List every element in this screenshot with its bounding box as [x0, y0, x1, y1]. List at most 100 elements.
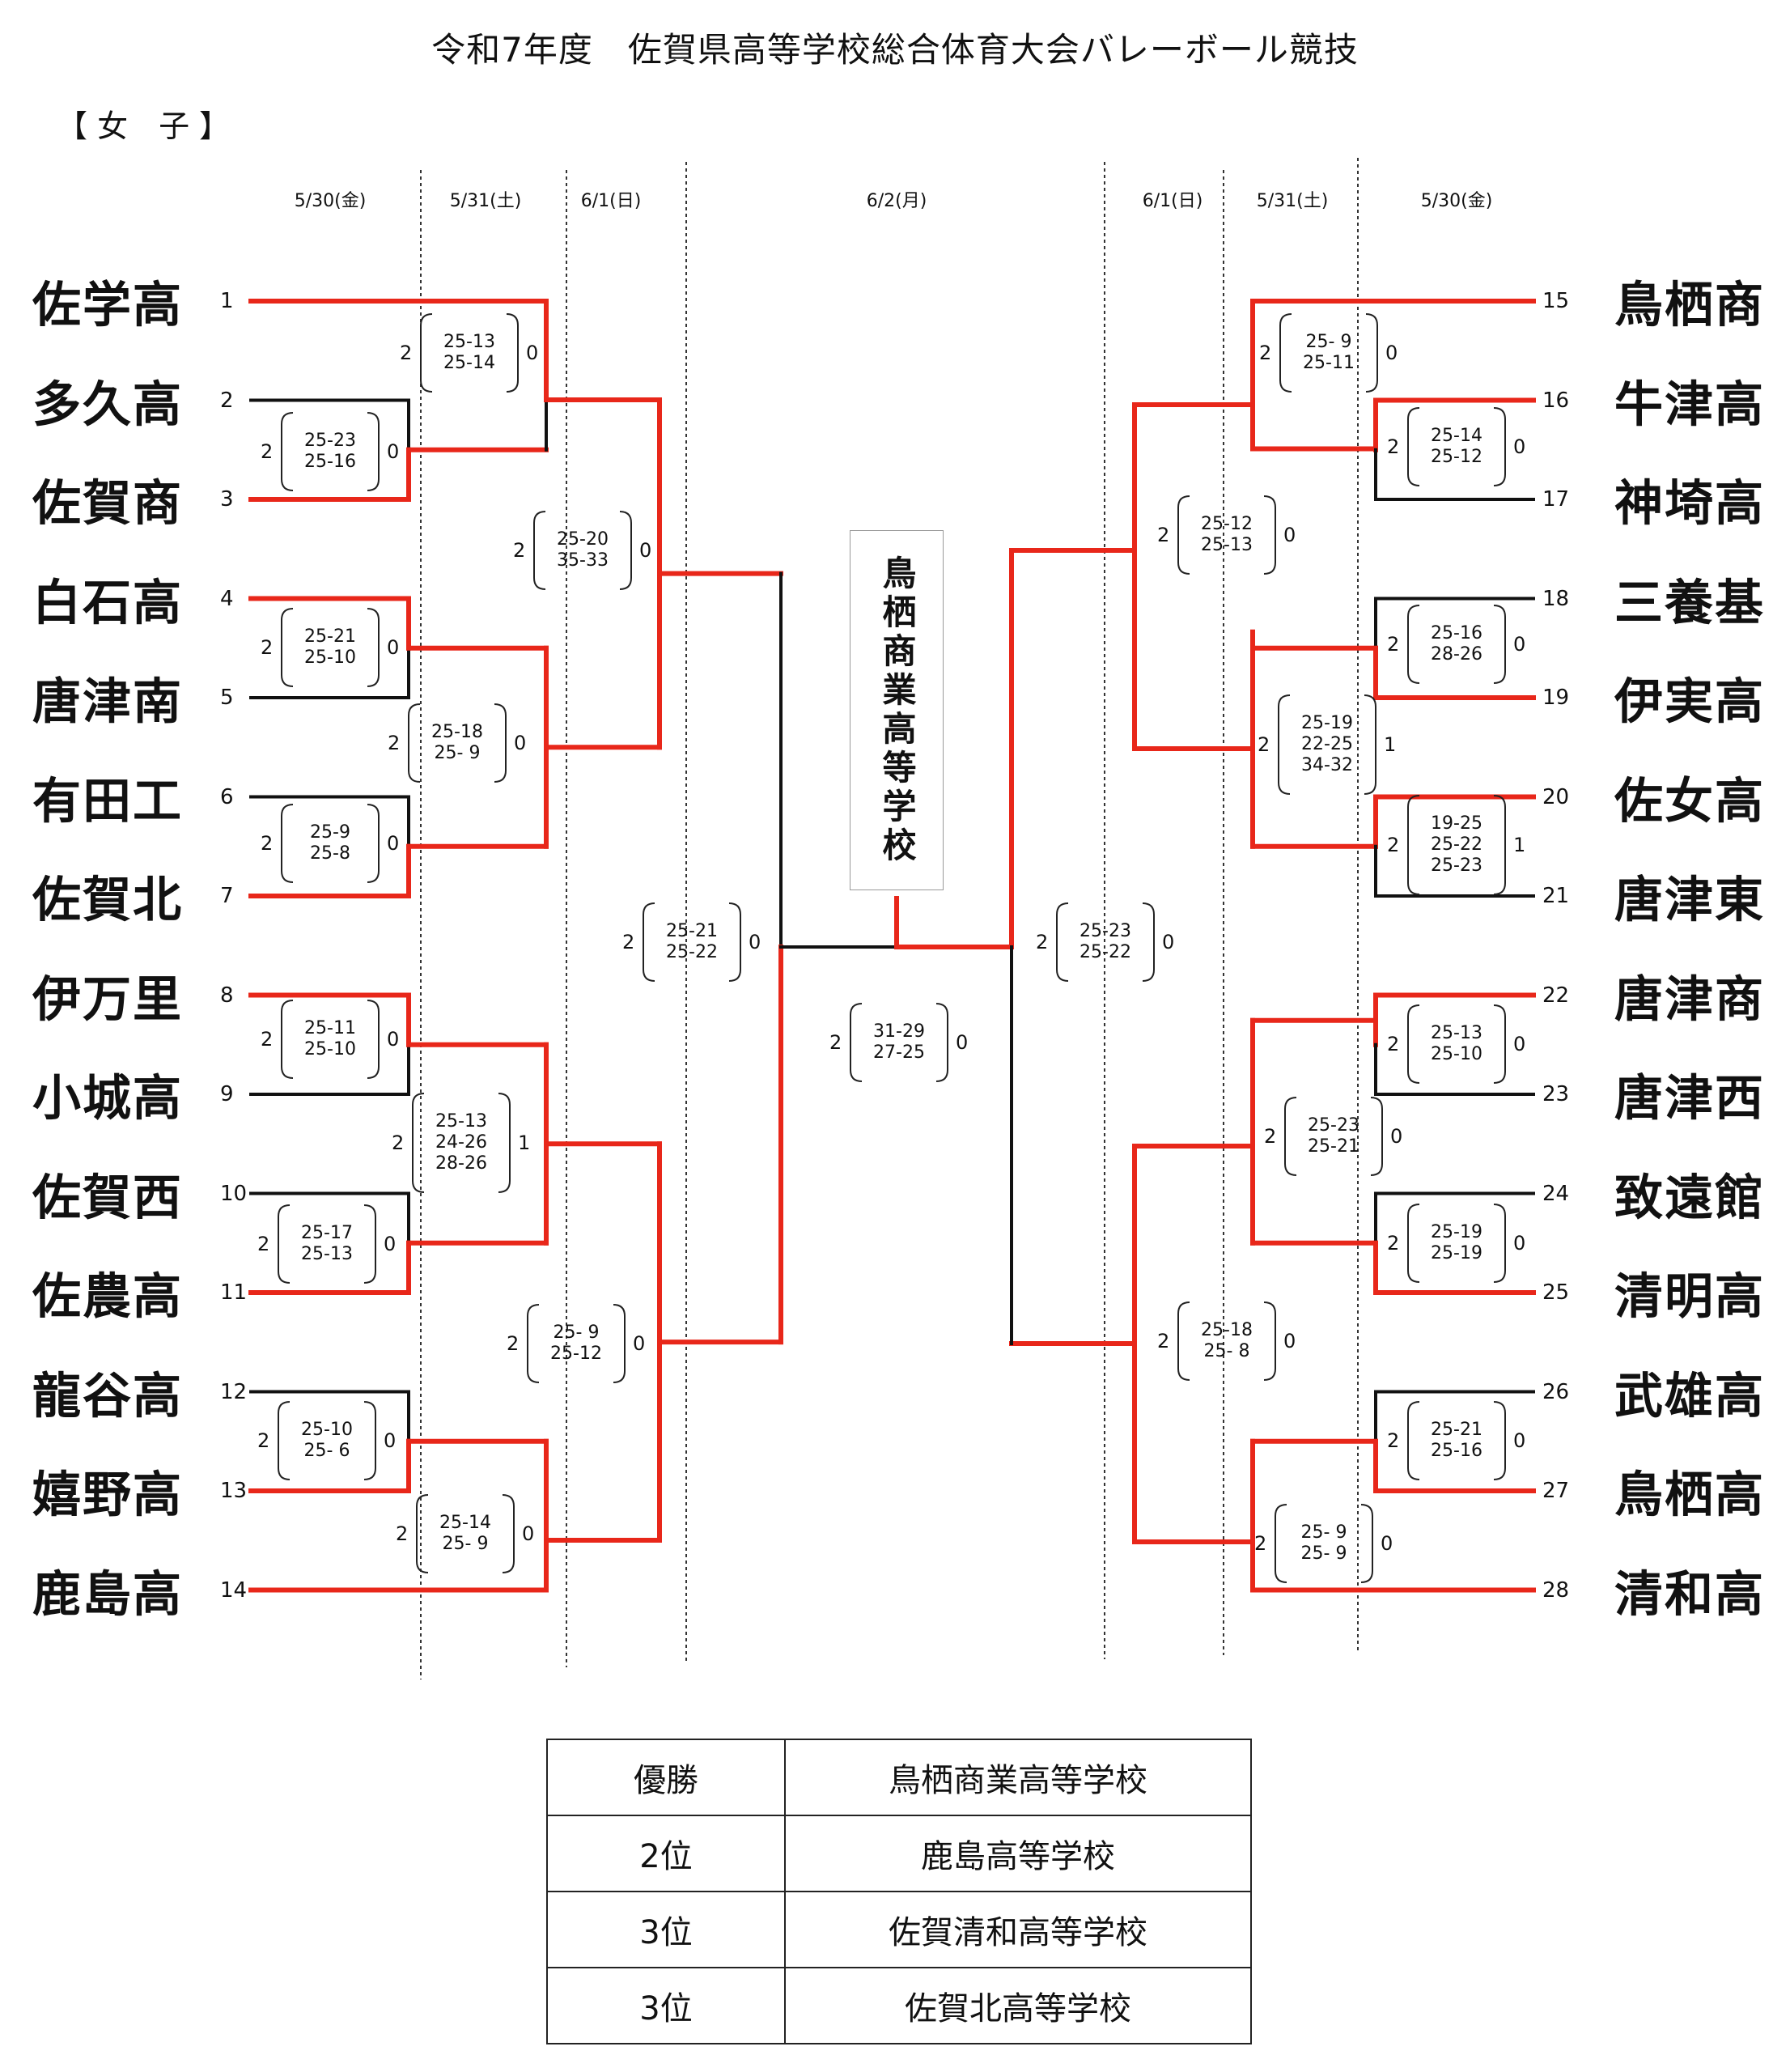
sets-lost: 0	[1162, 931, 1175, 953]
date-left-round2: 5/31(土)	[449, 191, 522, 211]
sets-won: 2	[507, 1332, 520, 1355]
seed-number-right: 20	[1542, 784, 1570, 809]
sets-lost: 0	[387, 1028, 400, 1051]
sets-lost: 0	[1390, 1125, 1403, 1148]
score-bracket	[1407, 1401, 1506, 1480]
seed-number-right: 26	[1542, 1379, 1570, 1404]
team-name-left: 鹿島高	[32, 1566, 183, 1623]
set-scores: 25-13 24-26 28-26	[435, 1111, 487, 1174]
results-table: 優勝鳥栖商業高等学校 2位鹿島高等学校 3位佐賀清和高等学校 3位佐賀北高等学校	[546, 1739, 1252, 2044]
set-scores: 25-23 25-16	[304, 431, 356, 472]
result-rank: 2位	[546, 1815, 786, 1892]
date-right-round3: 6/1(日)	[1142, 191, 1203, 211]
seed-number-right: 21	[1542, 884, 1570, 908]
sets-lost: 0	[384, 1233, 397, 1255]
result-row: 3位佐賀清和高等学校	[546, 1891, 1252, 1968]
team-name-left: 佐賀北	[32, 872, 183, 929]
score-bracket	[412, 1093, 511, 1193]
sets-lost: 0	[1513, 633, 1526, 656]
sets-won: 2	[622, 931, 635, 953]
score-bracket	[278, 1401, 376, 1480]
sets-won: 2	[261, 832, 274, 855]
sets-lost: 0	[639, 539, 652, 562]
set-scores: 25-12 25-13	[1201, 514, 1253, 555]
team-name-left: 龍谷高	[32, 1368, 183, 1424]
seed-number-right: 19	[1542, 686, 1570, 710]
set-scores: 25-23 25-22	[1080, 921, 1131, 962]
team-name-right: 致遠館	[1614, 1170, 1765, 1226]
seed-number-left: 6	[220, 784, 234, 809]
sets-won: 2	[1157, 524, 1170, 546]
sets-lost: 0	[1283, 1330, 1296, 1352]
sets-lost: 0	[522, 1522, 535, 1545]
score-bracket	[850, 1003, 948, 1082]
team-name-right: 神埼高	[1614, 475, 1765, 533]
sets-lost: 0	[514, 732, 527, 754]
set-scores: 25-14 25- 9	[439, 1513, 491, 1554]
sets-won: 2	[513, 539, 526, 562]
date-left-round3: 6/1(日)	[580, 191, 642, 211]
score-bracket	[416, 1494, 515, 1573]
sets-won: 2	[261, 636, 274, 659]
sets-won: 2	[1387, 1429, 1400, 1452]
team-name-right: 牛津高	[1614, 376, 1765, 433]
set-scores: 25-9 25-8	[310, 822, 350, 864]
sets-won: 2	[257, 1429, 270, 1452]
set-scores: 25-16 28-26	[1431, 623, 1482, 664]
sets-won: 2	[1387, 633, 1400, 656]
division-label: 【 女 子 】	[57, 108, 231, 144]
set-scores: 25-19 22-25 34-32	[1301, 713, 1353, 775]
seed-number-right: 28	[1542, 1577, 1570, 1603]
sets-lost: 0	[749, 931, 761, 953]
score-bracket	[1275, 1504, 1373, 1583]
seed-number-right: 25	[1542, 1280, 1570, 1305]
seed-number-left: 12	[220, 1379, 248, 1404]
team-name-right: 伊実高	[1614, 673, 1765, 731]
score-bracket	[643, 902, 741, 982]
seed-number-left: 4	[220, 586, 234, 611]
sets-won: 2	[1258, 733, 1270, 756]
score-bracket	[1407, 407, 1506, 486]
seed-number-left: 10	[220, 1181, 248, 1206]
score-bracket	[533, 511, 632, 590]
set-scores: 25-21 25-22	[666, 921, 718, 962]
score-bracket	[278, 1204, 376, 1284]
team-name-right: 佐女高	[1614, 773, 1765, 830]
score-bracket	[1177, 495, 1276, 575]
score-bracket	[1407, 1004, 1506, 1084]
score-bracket	[1279, 313, 1378, 393]
set-scores: 19-25 25-22 25-23	[1431, 813, 1482, 876]
set-scores: 25-19 25-19	[1431, 1222, 1482, 1263]
score-bracket	[281, 412, 380, 491]
result-row: 3位佐賀北高等学校	[546, 1967, 1252, 2044]
sets-lost: 0	[1283, 524, 1296, 546]
team-name-right: 清和高	[1614, 1566, 1765, 1623]
sets-lost: 0	[1513, 1232, 1526, 1255]
set-scores: 25-10 25- 6	[301, 1420, 353, 1461]
sets-won: 2	[1387, 1033, 1400, 1055]
date-right-round2: 5/31(土)	[1256, 191, 1329, 211]
score-bracket	[1407, 795, 1506, 895]
seed-number-left: 13	[220, 1479, 248, 1503]
team-name-right: 唐津東	[1614, 872, 1765, 929]
seed-number-right: 16	[1542, 388, 1570, 413]
sets-lost: 0	[384, 1429, 397, 1452]
team-name-right: 唐津商	[1614, 971, 1765, 1028]
result-school: 佐賀北高等学校	[784, 1967, 1252, 2044]
score-bracket	[1284, 1097, 1383, 1176]
result-school: 佐賀清和高等学校	[784, 1891, 1252, 1968]
sets-won: 2	[1157, 1330, 1170, 1352]
set-scores: 25-20 35-33	[557, 529, 609, 571]
sets-won: 2	[1036, 931, 1049, 953]
sets-won: 2	[1387, 834, 1400, 856]
score-bracket	[281, 1000, 380, 1079]
team-name-right: 清明高	[1614, 1268, 1765, 1326]
score-bracket	[1407, 605, 1506, 684]
score-bracket	[408, 703, 507, 783]
sets-won: 2	[1254, 1532, 1267, 1555]
date-left-round1: 5/30(金)	[294, 191, 367, 211]
team-name-right: 鳥栖高	[1614, 1467, 1765, 1524]
seed-number-left: 5	[220, 686, 234, 710]
sets-lost: 0	[1513, 435, 1526, 458]
score-bracket	[420, 313, 519, 393]
